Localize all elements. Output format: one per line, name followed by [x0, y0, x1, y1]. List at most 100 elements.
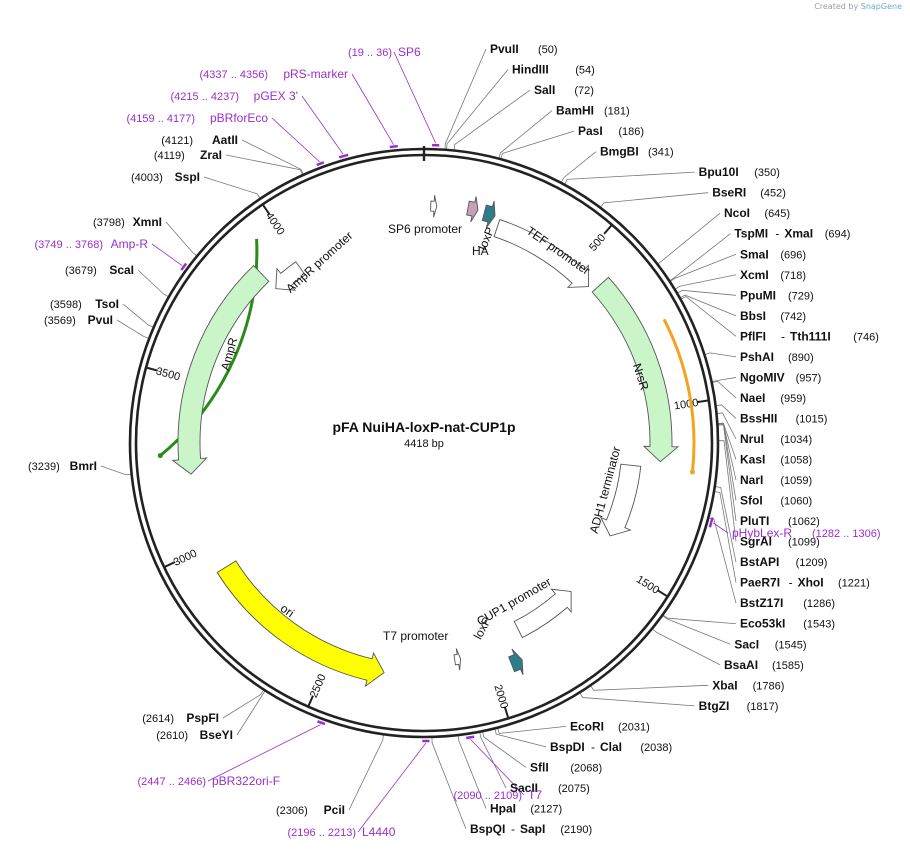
site-label-bamhi[interactable]: BamHI(181)	[556, 104, 630, 118]
site-coord: (1221)	[838, 578, 870, 590]
primer-range: (4159 .. 4177)	[127, 113, 196, 125]
site-label-naei[interactable]: NaeI(959)	[740, 391, 806, 405]
site-label-bsaai[interactable]: BsaAI(1585)	[724, 658, 804, 672]
primer-pgex-3-[interactable]: pGEX 3'(4215 .. 4237)	[171, 89, 299, 103]
primer-range: (4215 .. 4237)	[171, 91, 240, 103]
site-label-bseri[interactable]: BseRI(452)	[712, 186, 786, 200]
site-label-sspi[interactable]: SspI(4003)	[131, 170, 200, 184]
feature-ori[interactable]	[216, 560, 385, 688]
site-label-bmri[interactable]: BmrI(3239)	[28, 459, 97, 473]
primer-l4440[interactable]: (2196 .. 2213)L4440	[288, 825, 396, 839]
site-label-aatii[interactable]: AatII(4121)	[161, 133, 238, 147]
site-label-bsshii[interactable]: BssHII(1015)	[740, 411, 827, 425]
site-coord: (1817)	[747, 701, 779, 713]
site-label-ngomiv[interactable]: NgoMIV(957)	[740, 370, 821, 384]
site-coord: (2038)	[640, 742, 672, 754]
site-name: NgoMIV	[740, 370, 785, 384]
site-label-pvuii[interactable]: PvuII(50)	[490, 42, 558, 56]
site-label-ppumi[interactable]: PpuMI(729)	[740, 288, 814, 302]
site-label-bbsi[interactable]: BbsI(742)	[740, 309, 806, 323]
tick-label: 3500	[155, 365, 182, 383]
feature-loxp[interactable]	[508, 648, 524, 675]
feature-tef-promoter[interactable]	[493, 218, 589, 288]
site-name: Eco53kI	[740, 617, 785, 631]
site-label-kasi[interactable]: KasI(1058)	[740, 453, 812, 467]
site-leader	[494, 728, 547, 748]
site-label-scai[interactable]: ScaI(3679)	[65, 263, 134, 277]
feature-sp6-promoter[interactable]	[430, 195, 438, 218]
site-label-pasi[interactable]: PasI(186)	[578, 124, 644, 138]
site-coord: (696)	[780, 249, 806, 261]
feature-ampr-promoter[interactable]	[275, 261, 306, 291]
site-label-ncoi[interactable]: NcoI(645)	[724, 206, 790, 220]
site-label-xcmi[interactable]: XcmI(718)	[740, 268, 806, 282]
site-coord: (341)	[648, 147, 674, 159]
site-name: TsoI	[95, 297, 119, 311]
site-label-pluti[interactable]: PluTI(1062)	[740, 514, 820, 528]
site-name: PaeR7I	[740, 576, 780, 590]
site-label-bstapi[interactable]: BstAPI(1209)	[740, 555, 827, 569]
feature-cup1-promoter[interactable]	[513, 588, 572, 639]
site-label-bpu10i[interactable]: Bpu10I(350)	[699, 165, 780, 179]
site-label-hpai[interactable]: HpaI(2127)	[490, 801, 562, 815]
site-leader	[717, 423, 737, 481]
site-label-sali[interactable]: SalI(72)	[534, 83, 594, 97]
site-label-tsoi[interactable]: TsoI(3598)	[50, 297, 119, 311]
site-label-bstz17i[interactable]: BstZ17I(1286)	[740, 596, 835, 610]
site-leader	[431, 736, 467, 830]
site-label-pflfi[interactable]: PflFI-Tth111I(746)	[740, 329, 879, 343]
site-label-tspmi[interactable]: TspMI-XmaI(694)	[734, 227, 850, 241]
primer-t7[interactable]: (2090 .. 2109)T7	[454, 788, 543, 802]
feature-t7-promoter[interactable]	[453, 648, 462, 671]
credit-prefix: Created by	[814, 2, 859, 11]
site-label-nrui[interactable]: NruI(1034)	[740, 432, 812, 446]
site-label-pvui[interactable]: PvuI(3569)	[44, 313, 113, 327]
site-label-pshai[interactable]: PshAI(890)	[740, 350, 814, 364]
site-label-pspfi[interactable]: PspFI(2614)	[142, 711, 219, 725]
site-label-smai[interactable]: SmaI(696)	[740, 247, 806, 261]
site-label-zrai[interactable]: ZraI(4119)	[154, 148, 222, 162]
site-leader	[669, 233, 731, 282]
site-leader	[676, 289, 737, 296]
site-label-sfli[interactable]: SflI(2068)	[530, 760, 602, 774]
site-name: PflFI	[740, 329, 766, 343]
site-label-sacii[interactable]: SacII(2075)	[510, 781, 590, 795]
site-name-2: SapI	[520, 822, 545, 836]
site-leader	[717, 422, 737, 460]
tick-label: 1000	[673, 397, 699, 412]
site-label-nari[interactable]: NarI(1059)	[740, 473, 812, 487]
primer-sp6[interactable]: (19 .. 36)SP6	[348, 45, 421, 59]
feature-adh1-terminator[interactable]	[599, 463, 642, 537]
primer-phyblex-r[interactable]: pHybLex-R(1282 .. 1306)	[732, 526, 881, 540]
site-label-pcii[interactable]: PciI(2306)	[276, 803, 345, 817]
site-label-paer7i[interactable]: PaeR7I-XhoI(1221)	[740, 576, 870, 590]
site-label-eco53ki[interactable]: Eco53kI(1543)	[740, 617, 835, 631]
site-label-xmni[interactable]: XmnI(3798)	[93, 215, 162, 229]
site-name: SalI	[534, 83, 555, 97]
primer-amp-r[interactable]: Amp-R(3749 .. 3768)	[35, 237, 149, 251]
primer-pbrforeco[interactable]: pBRforEco(4159 .. 4177)	[127, 111, 269, 125]
site-leader	[599, 192, 709, 208]
site-label-bmgbi[interactable]: BmgBI(341)	[600, 145, 674, 159]
site-coord: (181)	[604, 106, 630, 118]
site-label-bseyi[interactable]: BseYI(2610)	[156, 728, 233, 742]
site-label-btgzi[interactable]: BtgZI(1817)	[699, 699, 779, 713]
site-name: BseYI	[200, 728, 233, 742]
site-label-bspqi[interactable]: BspQI-SapI(2190)	[470, 822, 592, 836]
site-label-sfoi[interactable]: SfoI(1060)	[740, 494, 812, 508]
site-label-bspdi[interactable]: BspDI-ClaI(2038)	[550, 740, 672, 754]
feature-ampr[interactable]	[171, 264, 270, 475]
site-label-xbai[interactable]: XbaI(1786)	[712, 678, 784, 692]
site-label-sgrai[interactable]: SgrAI(1099)	[740, 535, 820, 549]
site-label-ecori[interactable]: EcoRI(2031)	[570, 719, 650, 733]
primer-range: (2196 .. 2213)	[288, 827, 357, 839]
feature-ha[interactable]	[466, 196, 479, 223]
feature-nrsr[interactable]	[591, 276, 680, 463]
primer-range: (19 .. 36)	[348, 47, 392, 59]
primer-pbr322ori-f[interactable]: (2447 .. 2466)pBR322ori-F	[138, 774, 281, 788]
feature-loxp[interactable]	[481, 200, 496, 229]
site-label-hindiii[interactable]: HindIII(54)	[512, 63, 595, 77]
primer-prs-marker[interactable]: pRS-marker(4337 .. 4356)	[200, 67, 349, 81]
site-label-saci[interactable]: SacI(1545)	[734, 637, 806, 651]
primer-mark	[389, 144, 398, 149]
